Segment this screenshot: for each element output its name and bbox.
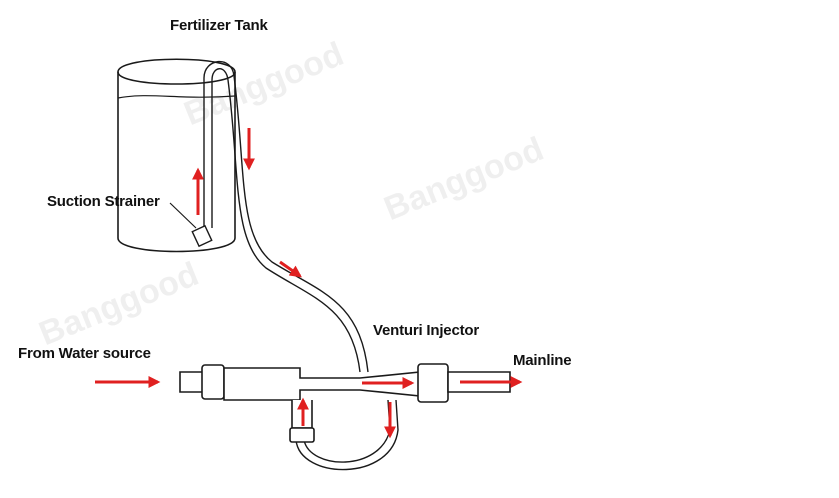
strainer-pointer — [169, 202, 197, 229]
fertilizer-tank-label: Fertilizer Tank — [170, 17, 268, 34]
suction-strainer-icon — [191, 224, 213, 248]
water-source-label: From Water source — [18, 345, 151, 362]
venturi-injector — [179, 363, 511, 443]
mainline-label: Mainline — [513, 352, 572, 369]
suction-tube — [203, 60, 235, 228]
inlet-nut — [201, 364, 225, 400]
fertilizer-tank — [117, 58, 236, 253]
venturi-injector-label: Venturi Injector — [373, 322, 479, 339]
stem-nut — [289, 427, 315, 443]
tank-rim — [117, 58, 236, 85]
fluid-level — [117, 95, 236, 99]
flow-arrows — [95, 128, 523, 439]
outlet-nut — [417, 363, 449, 403]
tank-body — [117, 72, 236, 253]
suction-strainer-label: Suction Strainer — [47, 193, 160, 210]
arrow-hose-diagonal — [279, 260, 302, 278]
supply-hose — [227, 75, 369, 373]
